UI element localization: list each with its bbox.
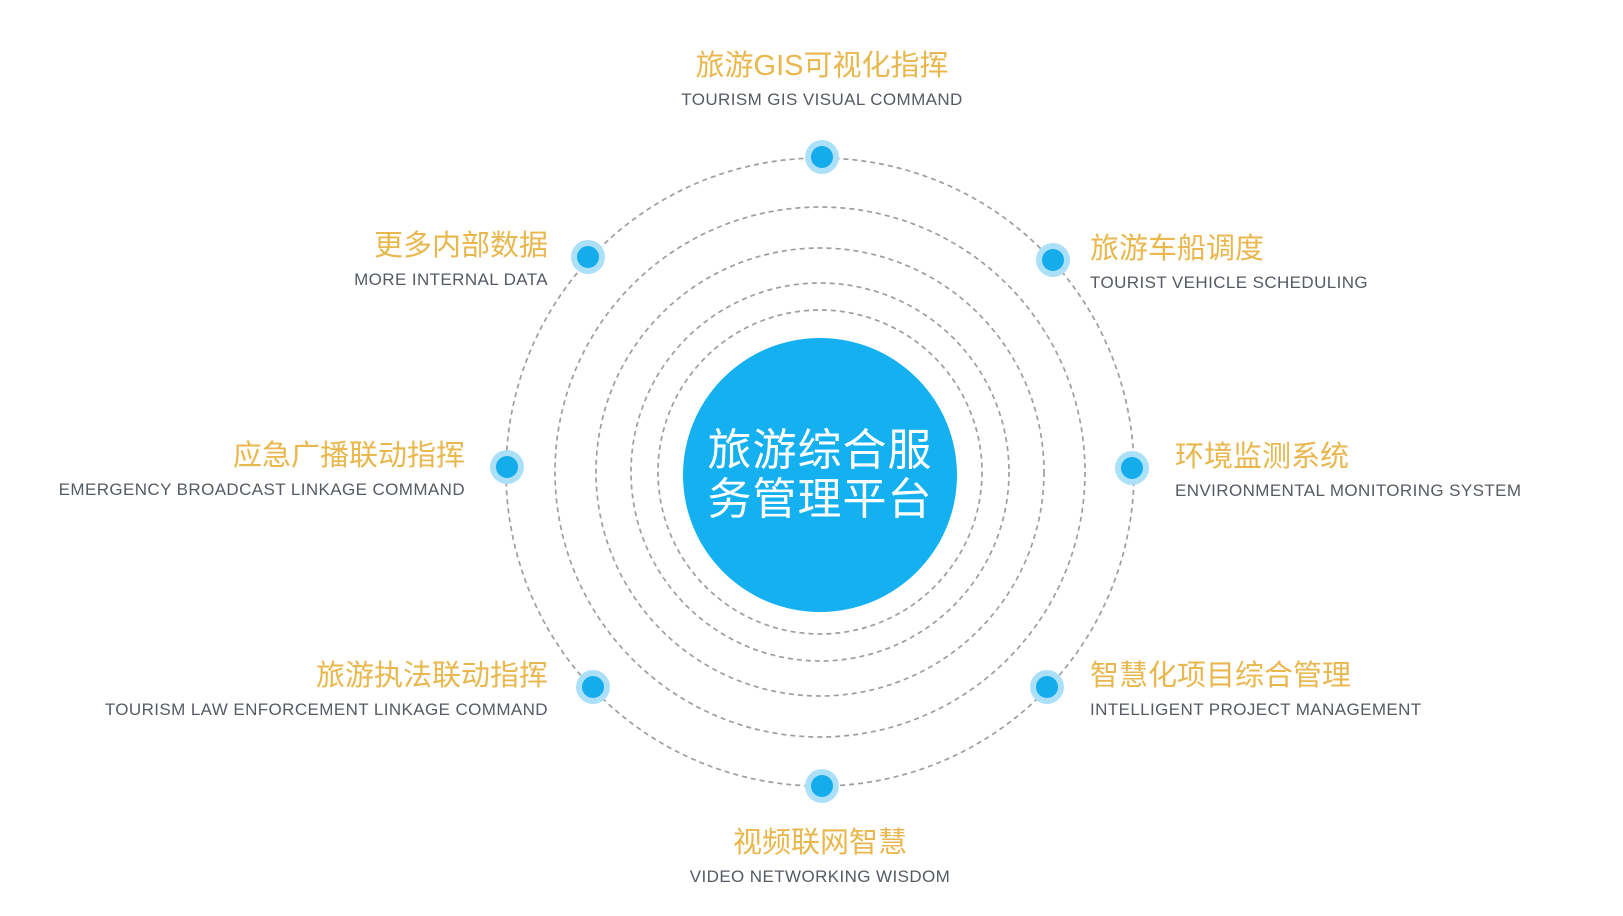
label-environmental-monitoring: 环境监测系统 ENVIRONMENTAL MONITORING SYSTEM (1175, 440, 1521, 501)
node-dot-core (1121, 457, 1143, 479)
node-dot-intelligent-project (1030, 670, 1064, 704)
node-dot-core (582, 676, 604, 698)
label-emergency-broadcast-cn: 应急广播联动指挥 (232, 440, 465, 472)
label-internal-data-cn: 更多内部数据 (373, 230, 548, 262)
node-dot-core (811, 146, 833, 168)
center-title-line1: 旅游综合服 (707, 426, 933, 475)
label-internal-data: 更多内部数据 MORE INTERNAL DATA (354, 229, 548, 290)
label-law-enforcement-en: TOURISM LAW ENFORCEMENT LINKAGE COMMAND (104, 700, 548, 719)
center-title-line2: 务管理平台 (707, 475, 933, 524)
node-dot-vehicle-scheduling (1036, 243, 1070, 277)
orbit-ring-2 (554, 206, 1086, 738)
node-dot-environmental-monitoring (1115, 451, 1149, 485)
node-dot-emergency-broadcast (490, 450, 524, 484)
label-video-networking-en: VIDEO NETWORKING WISDOM (689, 867, 951, 886)
label-environmental-monitoring-en: ENVIRONMENTAL MONITORING SYSTEM (1175, 481, 1522, 500)
label-law-enforcement-cn: 旅游执法联动指挥 (315, 660, 548, 692)
label-video-networking: 视频联网智慧 VIDEO NETWORKING WISDOM (690, 826, 950, 887)
label-internal-data-en: MORE INTERNAL DATA (354, 270, 548, 289)
node-dot-core (1042, 249, 1064, 271)
node-dot-video-networking (805, 769, 839, 803)
node-dot-core (496, 456, 518, 478)
label-tourism-gis-cn: 旅游GIS可视化指挥 (695, 50, 949, 82)
node-dot-core (577, 246, 599, 268)
label-intelligent-project-en: INTELLIGENT PROJECT MANAGEMENT (1090, 700, 1422, 719)
node-dot-core (811, 775, 833, 797)
label-vehicle-scheduling-en: TOURIST VEHICLE SCHEDULING (1090, 273, 1369, 292)
orbit-ring-inner (657, 309, 983, 635)
label-vehicle-scheduling: 旅游车船调度 TOURIST VEHICLE SCHEDULING (1090, 232, 1368, 293)
label-environmental-monitoring-cn: 环境监测系统 (1175, 441, 1350, 473)
orbit-ring-3 (595, 247, 1045, 697)
node-dot-internal-data (571, 240, 605, 274)
label-tourism-gis-en: TOURISM GIS VISUAL COMMAND (681, 90, 963, 109)
node-dot-core (1036, 676, 1058, 698)
label-emergency-broadcast-en: EMERGENCY BROADCAST LINKAGE COMMAND (58, 480, 465, 499)
orbit-ring-4 (630, 282, 1010, 662)
label-tourism-gis: 旅游GIS可视化指挥 TOURISM GIS VISUAL COMMAND (681, 49, 963, 110)
node-dot-law-enforcement (576, 670, 610, 704)
label-emergency-broadcast: 应急广播联动指挥 EMERGENCY BROADCAST LINKAGE COM… (59, 439, 465, 500)
label-law-enforcement: 旅游执法联动指挥 TOURISM LAW ENFORCEMENT LINKAGE… (105, 659, 548, 720)
label-intelligent-project: 智慧化项目综合管理 INTELLIGENT PROJECT MANAGEMENT (1090, 659, 1422, 720)
platform-center-circle: 旅游综合服 务管理平台 (683, 338, 957, 612)
node-dot-tourism-gis (805, 140, 839, 174)
label-video-networking-cn: 视频联网智慧 (732, 827, 907, 859)
label-vehicle-scheduling-cn: 旅游车船调度 (1090, 233, 1265, 265)
label-intelligent-project-cn: 智慧化项目综合管理 (1090, 660, 1352, 692)
